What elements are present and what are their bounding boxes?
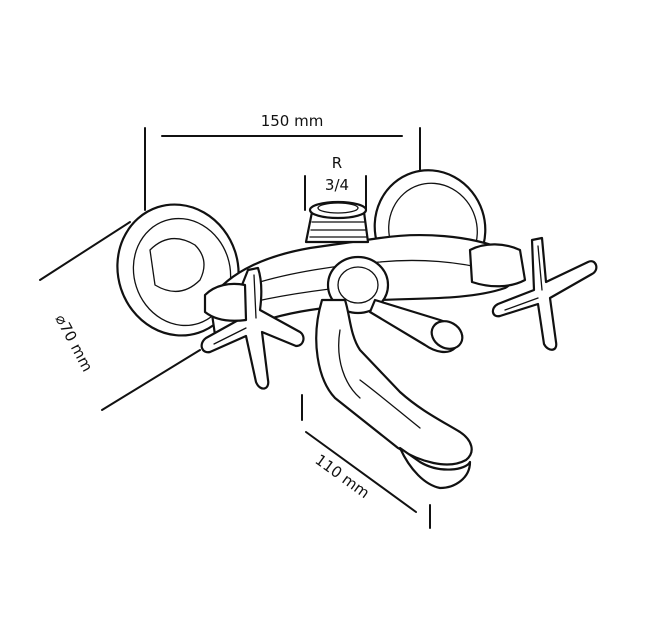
dim-70-bottom-extension [101, 349, 201, 411]
left-cross-handle [200, 266, 305, 390]
dim-70-label: ⌀70 mm [51, 311, 96, 374]
thread-connector [304, 200, 370, 244]
dimension-thread-group: R 3/4 [304, 154, 367, 211]
right-cross-handle [491, 236, 598, 351]
thread-label-size: 3/4 [325, 176, 349, 194]
dim-110-line [305, 431, 417, 513]
right-neck [468, 243, 527, 288]
left-neck [203, 282, 248, 322]
faucet-illustration [116, 169, 598, 490]
thread-label-r: R [332, 154, 342, 172]
spout [315, 298, 473, 490]
dimension-150-group: 150 mm [144, 112, 421, 211]
dim-150-label: 150 mm [261, 112, 324, 130]
dim-70-top-extension [39, 221, 131, 281]
